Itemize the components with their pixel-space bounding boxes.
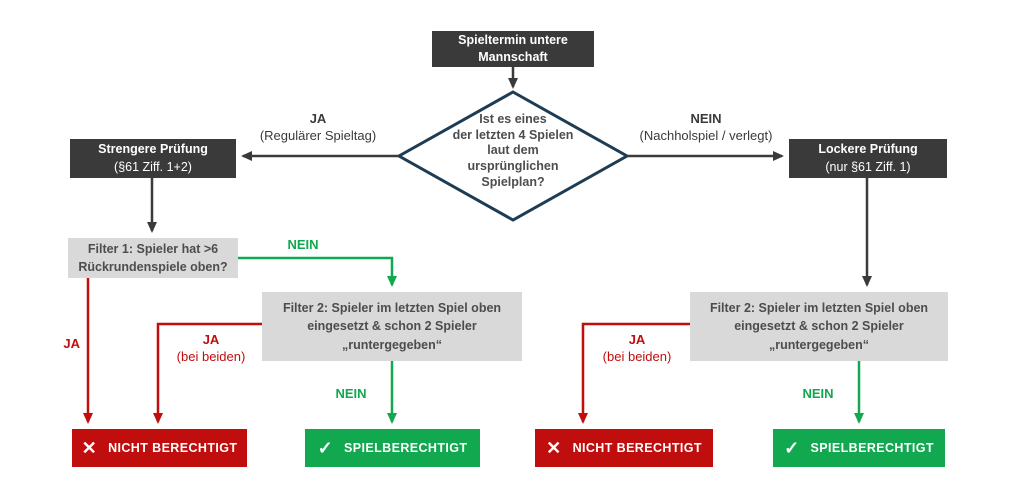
node-filter1-label: Filter 1: Spieler hat >6 Rückrundenspiel…: [78, 241, 228, 274]
edge-label-filter1-no: NEIN: [263, 236, 343, 253]
node-loose-check: Lockere Prüfung (nur §61 Ziff. 1): [789, 139, 947, 178]
node-eligible-right-label: SPIELBERECHTIGT: [810, 441, 934, 455]
node-strict-check-subtitle: (§61 Ziff. 1+2): [114, 159, 192, 174]
node-eligible-left: ✓ SPIELBERECHTIGT: [305, 429, 480, 467]
check-icon: ✓: [784, 438, 800, 458]
edge-label-filter2-right-no-main: NEIN: [802, 386, 834, 401]
node-start-label: Spieltermin untere Mannschaft: [458, 32, 568, 65]
edge-label-decision-no: NEIN (Nachholspiel / verlegt): [621, 110, 791, 144]
node-not-eligible-left: ✕ NICHT BERECHTIGT: [72, 429, 247, 467]
node-eligible-left-label: SPIELBERECHTIGT: [344, 441, 468, 455]
edge-label-decision-yes-sub: (Regulärer Spieltag): [259, 128, 377, 144]
edge-label-filter2-right-no: NEIN: [778, 385, 858, 402]
edge-label-filter2-right-yes-main: JA: [628, 332, 646, 347]
node-loose-check-title: Lockere Prüfung: [818, 142, 918, 156]
edge-label-filter2-left-yes-main: JA: [202, 332, 220, 347]
edge-label-filter2-left-yes-sub: (bei beiden): [176, 349, 246, 365]
node-strict-check: Strengere Prüfung (§61 Ziff. 1+2): [70, 139, 236, 178]
edge-label-filter2-left-yes: JA (bei beiden): [161, 331, 261, 365]
node-filter2-right: Filter 2: Spieler im letzten Spiel oben …: [690, 292, 948, 361]
edge-label-filter2-left-no-main: NEIN: [335, 386, 367, 401]
edge-label-filter2-left-no: NEIN: [311, 385, 391, 402]
node-eligible-right: ✓ SPIELBERECHTIGT: [773, 429, 945, 467]
edge-label-decision-yes: JA (Regulärer Spieltag): [238, 110, 398, 144]
edge-label-filter2-right-yes: JA (bei beiden): [587, 331, 687, 365]
node-loose-check-subtitle: (nur §61 Ziff. 1): [825, 159, 911, 174]
node-filter2-left: Filter 2: Spieler im letzten Spiel oben …: [262, 292, 522, 361]
check-icon: ✓: [317, 438, 334, 458]
node-filter1: Filter 1: Spieler hat >6 Rückrundenspiel…: [68, 238, 238, 278]
edge-label-decision-no-main: NEIN: [690, 111, 722, 126]
node-strict-check-title: Strengere Prüfung: [98, 142, 208, 156]
edge-label-decision-yes-main: JA: [309, 111, 327, 126]
node-filter2-right-label: Filter 2: Spieler im letzten Spiel oben …: [709, 301, 929, 352]
node-not-eligible-right: ✕ NICHT BERECHTIGT: [535, 429, 713, 467]
node-start: Spieltermin untere Mannschaft: [432, 31, 594, 67]
node-not-eligible-left-label: NICHT BERECHTIGT: [108, 441, 238, 455]
x-icon: ✕: [81, 438, 98, 458]
edge-label-filter1-yes: JA: [40, 335, 80, 352]
edge-label-filter1-no-main: NEIN: [287, 237, 319, 252]
edge-label-decision-no-sub: (Nachholspiel / verlegt): [639, 128, 773, 144]
edge-label-filter1-yes-main: JA: [63, 336, 80, 351]
edge-label-filter2-right-yes-sub: (bei beiden): [602, 349, 672, 365]
node-decision-label: Ist es eines der letzten 4 Spielen laut …: [452, 112, 574, 189]
node-not-eligible-right-label: NICHT BERECHTIGT: [572, 441, 702, 455]
node-filter2-left-label: Filter 2: Spieler im letzten Spiel oben …: [282, 301, 502, 352]
x-icon: ✕: [546, 438, 562, 458]
